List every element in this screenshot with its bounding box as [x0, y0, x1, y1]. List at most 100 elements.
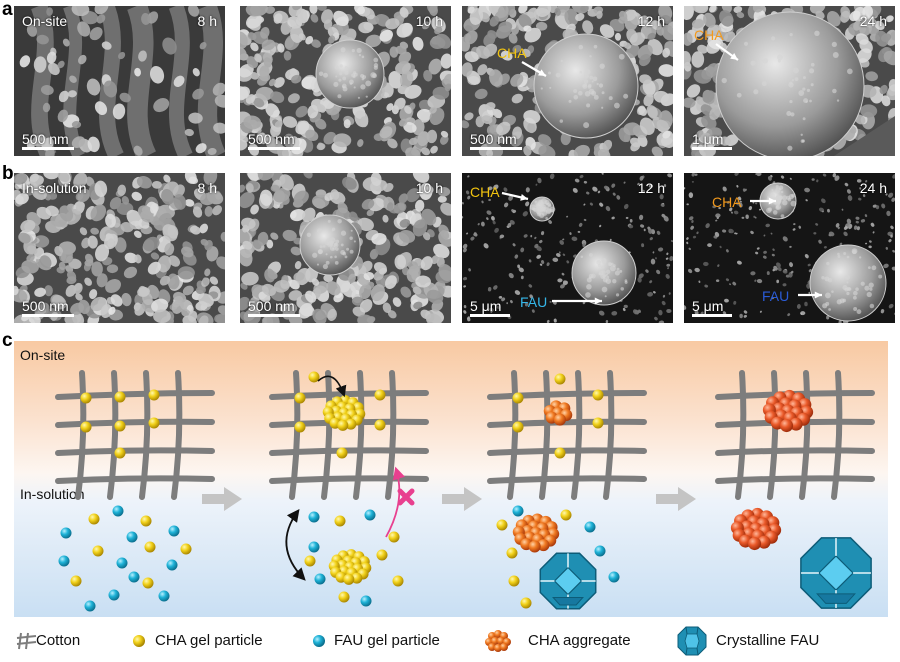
sem-scale-bar	[470, 147, 522, 150]
legend-cha-aggregate-label: CHA aggregate	[528, 632, 631, 649]
sem-micrograph	[240, 6, 451, 156]
cha-gel-particle	[80, 392, 92, 404]
process-arrow-3	[656, 487, 696, 511]
sem-micrograph	[240, 173, 451, 323]
fau-gel-particle	[168, 525, 180, 537]
crystalline-fau-icon	[677, 626, 707, 656]
legend-cha-gel-label: CHA gel particle	[155, 632, 263, 649]
fau-callout-label: FAU	[520, 294, 548, 310]
mechanism-schematic: On-site In-solution	[14, 341, 888, 617]
fau-gel-particle	[608, 571, 620, 583]
fau-gel-particle	[308, 511, 320, 523]
sem-time-label: 12 h	[637, 180, 665, 196]
cha-gel-cluster-onsite	[322, 395, 366, 431]
cha-gel-particle	[592, 417, 604, 429]
fau-gel-particle	[128, 571, 140, 583]
cotton-icon	[16, 632, 37, 650]
legend-fau-gel-label: FAU gel particle	[334, 632, 440, 649]
cha-gel-particle	[512, 421, 524, 433]
cha-gel-particle-icon	[133, 635, 145, 647]
cha-gel-particle	[144, 541, 156, 553]
process-arrow-1	[202, 487, 242, 511]
sem-micrograph	[14, 173, 225, 323]
cha-gel-particle	[392, 575, 404, 587]
sem-time-label: 8 h	[197, 180, 217, 196]
sem-time-label: 24 h	[859, 13, 887, 29]
cha-gel-particle	[80, 421, 92, 433]
cha-gel-particle	[88, 513, 100, 525]
fau-gel-particle	[594, 545, 606, 557]
sem-time-label: 10 h	[415, 180, 443, 196]
sem-condition-label: On-site	[22, 13, 68, 29]
cha-gel-particle	[114, 420, 126, 432]
cha-gel-particle	[294, 392, 306, 404]
sem-scale-bar	[22, 314, 74, 317]
cha-gel-cluster-solution	[328, 549, 372, 585]
cha-gel-particle	[304, 555, 316, 567]
fau-gel-particle	[158, 590, 170, 602]
sem-time-label: 8 h	[197, 13, 217, 29]
cha-gel-particle	[334, 515, 346, 527]
fau-gel-particle	[112, 505, 124, 517]
fau-gel-particle-icon	[313, 635, 325, 647]
sem-scale-bar	[22, 147, 74, 150]
fau-gel-particle	[84, 600, 96, 612]
panel-letter-a: a	[2, 0, 13, 20]
panel-letter-c: c	[2, 330, 13, 351]
cha-callout-label: CHA	[694, 27, 724, 43]
sem-micrograph	[684, 173, 895, 323]
sem-scale-label: 5 μm	[692, 298, 724, 314]
fau-callout-label: FAU	[762, 288, 790, 304]
cha-callout-label: CHA	[470, 184, 500, 200]
sem-time-label: 12 h	[637, 13, 665, 29]
panel-letter-b: b	[2, 163, 14, 184]
cha-gel-particle	[554, 447, 566, 459]
crystalline-fau-stage-4	[800, 537, 872, 609]
cha-gel-particle	[148, 389, 160, 401]
sem-scale-bar	[692, 147, 732, 150]
legend-cotton-label: Cotton	[36, 632, 81, 649]
attach-arrow	[317, 375, 347, 398]
legend: Cotton CHA gel particle FAU gel particle…	[14, 624, 888, 658]
cha-gel-particle	[496, 519, 508, 531]
sem-scale-label: 500 nm	[22, 298, 69, 314]
cha-gel-particle	[512, 392, 524, 404]
cotton-mesh-stage-1	[55, 370, 215, 500]
fau-gel-particle	[60, 527, 72, 539]
sem-micrograph	[462, 6, 673, 156]
cha-gel-particle	[560, 509, 572, 521]
fau-gel-particle	[116, 557, 128, 569]
cha-aggregate-solution	[512, 513, 560, 553]
sem-time-label: 24 h	[859, 180, 887, 196]
fau-gel-particle	[166, 559, 178, 571]
cha-gel-particle	[114, 447, 126, 459]
sem-scale-label: 1 μm	[692, 131, 724, 147]
cha-aggregate-icon	[485, 630, 511, 652]
cha-gel-particle	[294, 421, 306, 433]
cha-aggregate-onsite	[543, 400, 573, 426]
cha-gel-particle	[506, 547, 518, 559]
blocked-cross-icon	[397, 488, 415, 506]
process-arrow-2	[442, 487, 482, 511]
cha-gel-particle	[592, 389, 604, 401]
sem-scale-bar	[248, 314, 300, 317]
sem-scale-bar	[248, 147, 300, 150]
sem-scale-label: 500 nm	[22, 131, 69, 147]
sem-micrograph	[462, 173, 673, 323]
cha-gel-particle	[70, 575, 82, 587]
cha-gel-particle	[520, 597, 532, 609]
cha-gel-particle	[114, 391, 126, 403]
cotton-mesh-stage-3	[487, 370, 647, 500]
fau-gel-particle	[308, 541, 320, 553]
crystalline-fau-stage-3	[539, 552, 597, 610]
fau-gel-particle	[58, 555, 70, 567]
cha-callout-label: CHA	[497, 45, 527, 61]
insolution-zone-label: In-solution	[20, 486, 85, 502]
cotton-mesh-stage-4	[715, 370, 875, 500]
sem-condition-label: In-solution	[22, 180, 87, 196]
fau-gel-particle	[512, 505, 524, 517]
